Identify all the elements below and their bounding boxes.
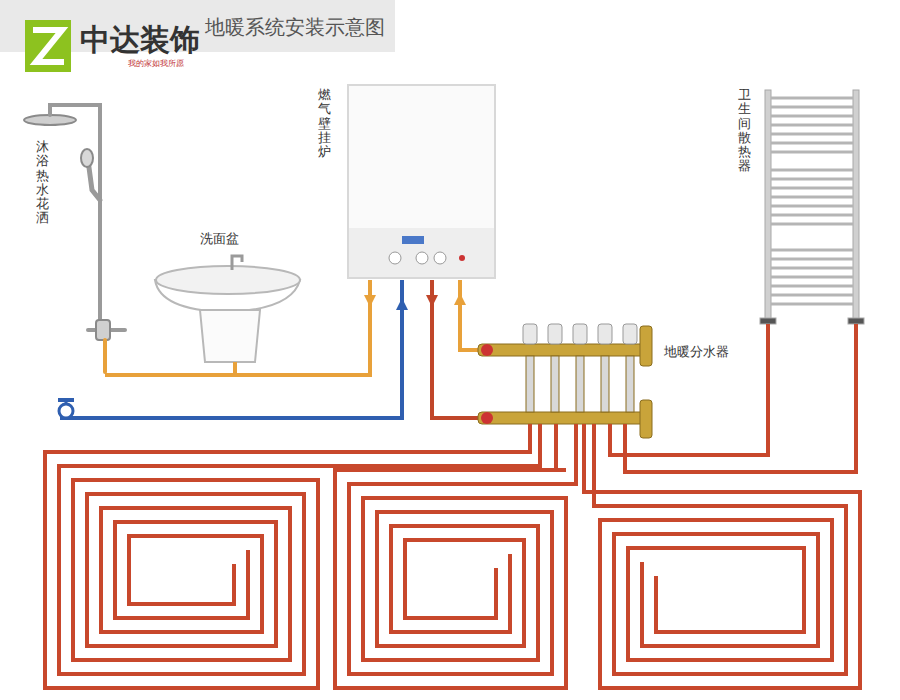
radiator-bar (771, 133, 853, 136)
radiator-bar (771, 115, 853, 118)
part-label: 地暖分水器 (664, 343, 729, 361)
heating-pipe (335, 424, 566, 688)
radiator-bar (771, 205, 853, 208)
radiator-bar (771, 106, 853, 109)
radiator-bar (771, 285, 853, 288)
radiator-bar (771, 97, 853, 100)
flow-arrow (364, 293, 466, 310)
valve-symbol (58, 400, 74, 418)
radiator-bar (771, 303, 853, 306)
heating-pipe (59, 424, 540, 674)
radiator-bar (771, 267, 853, 270)
radiator-bar (771, 258, 853, 261)
heating-pipe (45, 424, 530, 688)
radiator-bar (771, 169, 853, 172)
radiator-bar (771, 249, 853, 252)
radiator-bar (771, 124, 853, 127)
logo-text: 中达装饰 (80, 20, 200, 61)
part-label: 燃气壁挂炉 (318, 88, 331, 159)
floor-heating-loops (45, 324, 860, 688)
logo-slogan: 我的家如我所愿 (128, 58, 184, 69)
diagram-title: 地暖系统安装示意图 (205, 14, 385, 41)
radiator-bar (771, 294, 853, 297)
manifold-symbol (478, 324, 652, 438)
radiator-bar (771, 178, 853, 181)
radiator-bar (771, 214, 853, 217)
part-label: 卫生间散热器 (738, 88, 751, 174)
radiator-bar (771, 223, 853, 226)
heating-pipe (594, 424, 846, 674)
radiator-symbol (760, 90, 864, 324)
heating-pipe (625, 324, 856, 472)
radiator-bar (771, 276, 853, 279)
part-label: 沐浴热水花洒 (36, 140, 49, 226)
boiler-symbol (348, 85, 495, 278)
radiator-bar (771, 142, 853, 145)
radiator-bar (771, 187, 853, 190)
radiator-bar (771, 151, 853, 154)
logo-icon (25, 20, 71, 72)
pipes (60, 280, 480, 418)
part-label: 洗面盆 (200, 230, 239, 248)
radiator-bar (771, 196, 853, 199)
shower-symbol (24, 105, 125, 372)
basin-symbol (155, 256, 300, 375)
heating-pipe (610, 324, 768, 455)
heating-pipe (349, 424, 576, 674)
